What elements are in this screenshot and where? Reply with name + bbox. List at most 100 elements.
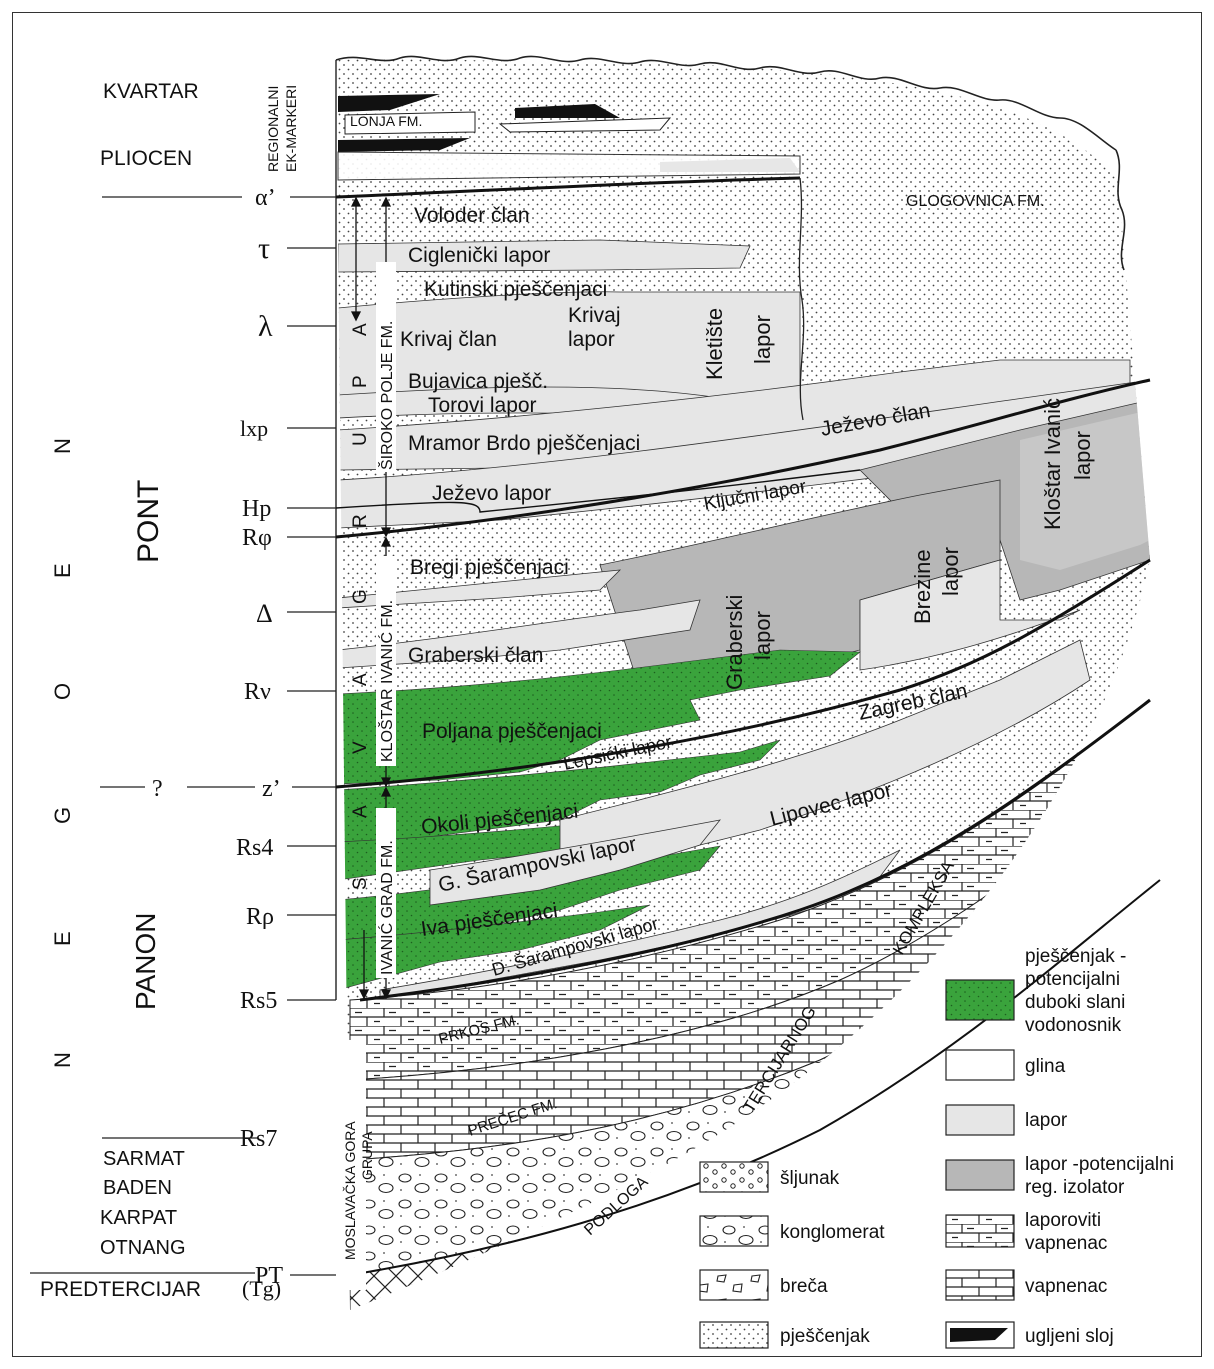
neogen-letter: E bbox=[50, 931, 75, 946]
unit-krivaj-clan: Krivaj član bbox=[400, 328, 497, 351]
legend-sljunak: šljunak bbox=[780, 1168, 840, 1189]
unit-brezine-2: lapor bbox=[938, 547, 963, 596]
stage-pliocen: PLIOCEN bbox=[100, 147, 192, 170]
legend-pjescenjak: pješčenjak bbox=[780, 1326, 870, 1347]
legend-glina: glina bbox=[1025, 1056, 1066, 1077]
unit-kutinski: Kutinski pješčenjaci bbox=[424, 278, 607, 301]
markers-title-line2: EK-MARKERI bbox=[283, 85, 299, 172]
stage-predtercijar: PREDTERCIJAR bbox=[40, 1278, 201, 1301]
marker-rs5: Rs5 bbox=[240, 988, 277, 1014]
unit-mramor: Mramor Brdo pješčenjaci bbox=[408, 432, 640, 455]
legend-swatch-glina bbox=[945, 1049, 1015, 1081]
group-letter: P bbox=[350, 375, 371, 388]
neogen-letter: E bbox=[50, 563, 75, 578]
regional-markers: REGIONALNI EK-MARKERI α’ τ λ lxp Hp Rφ Δ… bbox=[152, 85, 336, 1289]
unit-jezevo-lapor: Ježevo lapor bbox=[432, 482, 551, 505]
marker-alpha: α’ bbox=[255, 185, 276, 211]
marker-lxp: lxp bbox=[240, 416, 268, 441]
legend-swatch-green bbox=[945, 979, 1015, 1021]
legend-lapor: lapor bbox=[1025, 1110, 1068, 1131]
legend-vapnenac: vapnenac bbox=[1025, 1276, 1107, 1297]
stage-karpat: KARPAT bbox=[100, 1207, 177, 1229]
legend-swatch-konglomerat bbox=[699, 1215, 769, 1247]
neogen-letter: G bbox=[50, 807, 75, 824]
unit-graberski-clan: Graberski član bbox=[408, 644, 543, 667]
sava-grupa-label: S A V A G R U P A bbox=[350, 323, 371, 890]
legend-laporoviti-1: laporoviti bbox=[1025, 1210, 1101, 1231]
unit-ciglenicki: Ciglenički lapor bbox=[408, 244, 550, 267]
unit-poljana: Poljana pješčenjaci bbox=[422, 720, 602, 743]
group-letter: G bbox=[350, 589, 371, 604]
stage-kvartar: KVARTAR bbox=[103, 80, 199, 103]
unit-bregi: Bregi pješčenjaci bbox=[410, 556, 569, 579]
legend-swatch-lapor bbox=[945, 1104, 1015, 1136]
stage-sarmat: SARMAT bbox=[103, 1148, 185, 1170]
legend-swatch-pjescenjak bbox=[699, 1321, 769, 1349]
formation-lonja: LONJA FM. bbox=[350, 113, 422, 129]
moslavacka-line1: MOSLAVAČKA GORA bbox=[342, 1121, 358, 1260]
stage-tg: (Tg) bbox=[242, 1276, 281, 1301]
moslavacka-line2: GRUPA bbox=[359, 1131, 375, 1180]
unit-krivaj-lapor-2: lapor bbox=[568, 328, 615, 351]
marker-rs7: Rs7 bbox=[240, 1126, 277, 1152]
marker-delta: Δ bbox=[256, 599, 273, 628]
stage-panon: PANON bbox=[130, 913, 161, 1011]
formation-siroko-polje: ŠIROKO POLJE FM. bbox=[377, 321, 396, 470]
marker-rrho: Rρ bbox=[246, 904, 274, 930]
group-letter: A bbox=[350, 323, 371, 336]
legend-green-3: duboki slani bbox=[1025, 992, 1125, 1013]
unit-torovi: Torovi lapor bbox=[428, 394, 537, 417]
unit-klostar-lapor-1: Kloštar Ivanić bbox=[1040, 398, 1065, 530]
stage-pont: PONT bbox=[132, 480, 165, 563]
legend-ugljeni: ugljeni sloj bbox=[1025, 1326, 1114, 1347]
marker-rnu: Rν bbox=[244, 679, 271, 705]
legend-swatch-izolator bbox=[945, 1159, 1015, 1191]
unit-klostar-lapor-2: lapor bbox=[1070, 431, 1095, 480]
legend-swatch-breca bbox=[699, 1269, 769, 1301]
formation-glogovnica: GLOGOVNICA FM. bbox=[906, 193, 1045, 210]
legend-swatch-laporoviti bbox=[945, 1214, 1015, 1248]
legend-izolator-1: lapor -potencijalni bbox=[1025, 1154, 1174, 1175]
group-letter: R bbox=[350, 514, 371, 528]
marker-pt: PT bbox=[255, 1263, 283, 1289]
group-letter: V bbox=[350, 741, 371, 754]
unit-brezine-1: Brezine bbox=[910, 549, 935, 624]
legend-swatch-vapnenac bbox=[945, 1269, 1015, 1301]
legend-konglomerat: konglomerat bbox=[780, 1222, 885, 1243]
group-letter: S bbox=[350, 877, 371, 890]
group-letter: A bbox=[350, 673, 371, 686]
neogen-letter: N bbox=[50, 438, 75, 454]
marker-rs4: Rs4 bbox=[236, 835, 273, 861]
markers-title-line1: REGIONALNI bbox=[265, 86, 281, 172]
legend-izolator-2: reg. izolator bbox=[1025, 1177, 1125, 1198]
neogen-label: N E O G E N bbox=[50, 438, 75, 1068]
neogen-letter: O bbox=[50, 683, 75, 700]
marker-lambda: λ bbox=[258, 310, 273, 343]
marker-rphi: Rφ bbox=[242, 525, 272, 551]
stage-labels: KVARTAR PLIOCEN PONT PANON SARMAT BADEN … bbox=[40, 80, 281, 1301]
unit-krivaj-lapor-1: Krivaj bbox=[568, 304, 621, 327]
legend-green-4: vodonosnik bbox=[1025, 1015, 1122, 1036]
legend-breca: breča bbox=[780, 1276, 828, 1297]
marker-tau: τ bbox=[258, 232, 270, 265]
unit-graberski-lapor-1: Graberski bbox=[722, 595, 747, 690]
unit-kletiste-2: lapor bbox=[750, 315, 775, 364]
group-letter: U bbox=[350, 432, 371, 446]
group-letter: A bbox=[350, 805, 371, 818]
marker-question: ? bbox=[152, 776, 163, 802]
formation-klostar-ivanic: KLOŠTAR IVANIĆ FM. bbox=[377, 600, 396, 762]
legend-swatch-sljunak bbox=[699, 1161, 769, 1193]
unit-graberski-lapor-2: lapor bbox=[750, 611, 775, 660]
legend-green-2: potencijalni bbox=[1025, 969, 1120, 990]
stage-baden: BADEN bbox=[103, 1177, 172, 1199]
marker-hp: Hp bbox=[242, 496, 271, 522]
unit-kletiste-1: Kletište bbox=[702, 308, 727, 380]
legend-laporoviti-2: vapnenac bbox=[1025, 1233, 1107, 1254]
formation-ivanic-grad: IVANIĆ GRAD FM. bbox=[377, 840, 396, 975]
marker-z: z’ bbox=[262, 776, 281, 802]
neogen-letter: N bbox=[50, 1052, 75, 1068]
stage-boundaries bbox=[30, 196, 258, 1274]
legend: pješčenjak - potencijalni duboki slani v… bbox=[699, 946, 1174, 1349]
stage-otnang: OTNANG bbox=[100, 1237, 186, 1259]
